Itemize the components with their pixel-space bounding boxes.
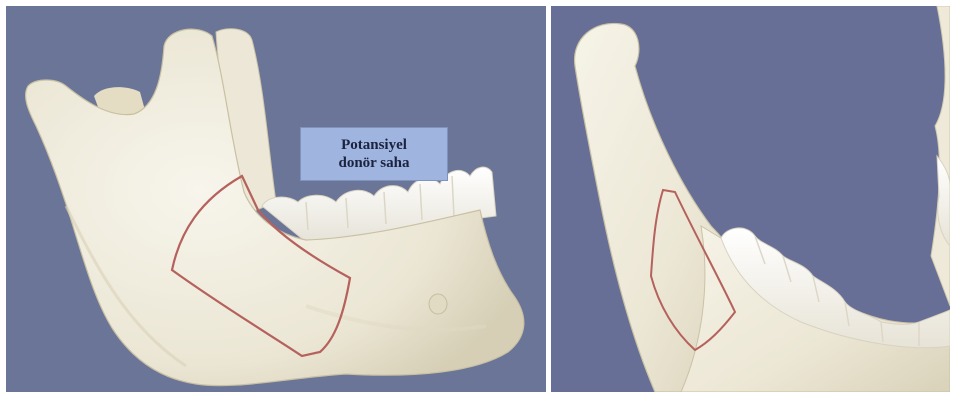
lateral-view-panel: Potansiyel donör saha (6, 6, 546, 392)
mandible-oblique-illustration (551, 6, 950, 392)
far-side-mandible (931, 6, 950, 306)
donor-site-callout: Potansiyel donör saha (300, 127, 448, 181)
oblique-view-panel (551, 6, 950, 392)
callout-line-2: donör saha (338, 154, 409, 172)
mandible-lateral-illustration (6, 6, 546, 392)
callout-line-1: Potansiyel (341, 136, 407, 154)
mental-foramen (429, 294, 447, 314)
